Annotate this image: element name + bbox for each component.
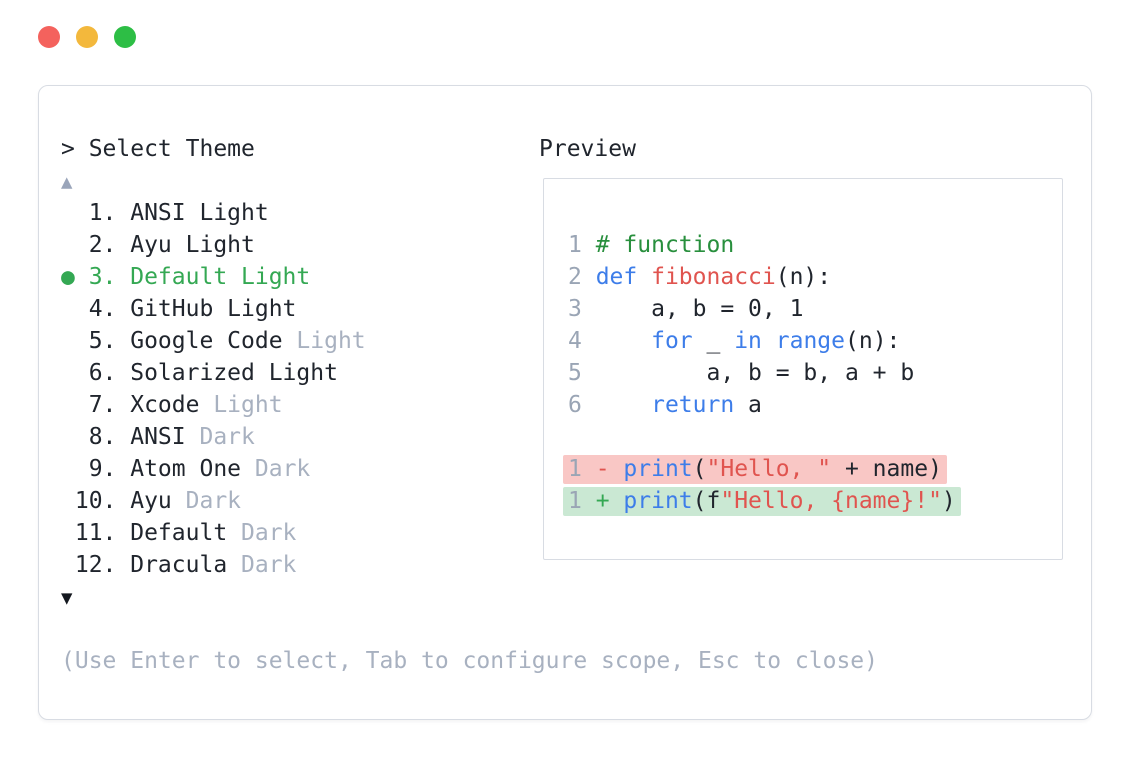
text-segment: 5: [568, 360, 596, 386]
text-segment: [596, 328, 651, 354]
text-segment: [596, 392, 651, 418]
scroll-up-indicator: ▲: [61, 165, 878, 197]
window-close-button[interactable]: [38, 26, 60, 48]
diff-line-added: 1 + print(f"Hello, {name}!"): [563, 485, 1062, 517]
diff-highlight-removed: 1 - print("Hello, " + name): [563, 455, 947, 484]
code-line: 2 def fibonacci(n):: [568, 261, 1062, 293]
text-segment: 7. Xcode: [61, 392, 214, 418]
theme-option-8[interactable]: 8. ANSI Dark: [61, 421, 878, 453]
text-segment: [762, 328, 776, 354]
text-segment: 6: [568, 392, 596, 418]
text-segment: 11. Default: [61, 520, 242, 546]
theme-option-11[interactable]: 11. Default Dark: [61, 517, 878, 549]
text-segment: 10. Ayu: [61, 488, 186, 514]
text-segment: Dark: [254, 456, 311, 482]
text-segment: ): [941, 488, 956, 514]
theme-option-9[interactable]: 9. Atom One Dark: [61, 453, 878, 485]
blank-line: [568, 421, 1062, 453]
window-zoom-button[interactable]: [114, 26, 136, 48]
text-segment: + name): [831, 456, 942, 482]
code-line: 1 # function: [568, 229, 1062, 261]
code-line: 6 return a: [568, 389, 1062, 421]
window-minimize-button[interactable]: [76, 26, 98, 48]
text-segment: Dark: [241, 552, 297, 578]
blank-line: [61, 613, 878, 645]
text-segment: print: [623, 488, 693, 514]
theme-selector-panel: > Select Theme ▲ 1. ANSI Light 2. Ayu Li…: [38, 85, 1092, 720]
theme-option-7[interactable]: 7. Xcode Light: [61, 389, 878, 421]
diff-line-removed: 1 - print("Hello, " + name): [563, 453, 1062, 485]
text-segment: Light: [296, 328, 366, 354]
text-segment: -: [595, 456, 624, 482]
diff-block: 1 - print("Hello, " + name)1 + print(f"H…: [563, 453, 1062, 517]
code-line: 5 a, b = b, a + b: [568, 357, 1062, 389]
preview-title: Preview: [539, 136, 636, 162]
text-segment: (f: [692, 488, 721, 514]
text-segment: 3: [568, 296, 596, 322]
text-segment: range: [775, 328, 845, 354]
scroll-down-indicator: ▼: [61, 581, 878, 613]
text-segment: [637, 264, 651, 290]
text-segment: +: [595, 488, 624, 514]
text-segment: 1. ANSI Light: [61, 200, 269, 226]
theme-option-12[interactable]: 12. Dracula Dark: [61, 549, 878, 581]
text-segment: return: [651, 392, 735, 418]
text-segment: 4: [568, 328, 596, 354]
text-segment: fibonacci: [651, 264, 776, 290]
hint-text: (Use Enter to select, Tab to configure s…: [61, 648, 878, 674]
diff-highlight-added: 1 + print(f"Hello, {name}!"): [563, 487, 961, 516]
text-segment: for: [651, 328, 693, 354]
text-segment: Dark: [199, 424, 255, 450]
theme-option-3-selected[interactable]: ● 3. Default Light: [61, 261, 878, 293]
scroll-up-icon: ▲: [61, 171, 73, 193]
window-controls: [38, 26, 136, 48]
text-segment: 2. Ayu Light: [61, 232, 255, 258]
code-line: 4 for _ in range(n):: [568, 325, 1062, 357]
text-segment: a, b = b, a + b: [595, 360, 915, 386]
theme-option-4[interactable]: 4. GitHub Light: [61, 293, 878, 325]
text-segment: 8. ANSI: [61, 424, 200, 450]
text-segment: in: [734, 328, 762, 354]
text-segment: # function: [595, 232, 735, 258]
text-segment: Dark: [185, 488, 242, 514]
text-segment: "Hello, ": [706, 456, 832, 482]
text-segment: def: [595, 264, 638, 290]
text-segment: print: [623, 456, 693, 482]
theme-option-5[interactable]: 5. Google Code Light: [61, 325, 878, 357]
theme-option-6[interactable]: 6. Solarized Light: [61, 357, 878, 389]
code-line: 3 a, b = 0, 1: [568, 293, 1062, 325]
theme-option-1[interactable]: 1. ANSI Light: [61, 197, 878, 229]
command-prompt[interactable]: > Select Theme: [61, 136, 255, 162]
text-segment: 1: [568, 232, 596, 258]
text-segment: ● 3. Default Light: [61, 264, 311, 290]
scroll-down-icon: ▼: [61, 587, 73, 609]
theme-list-section: > Select Theme ▲ 1. ANSI Light 2. Ayu Li…: [61, 133, 878, 677]
text-segment: Dark: [241, 520, 297, 546]
text-segment: a, b = 0, 1: [595, 296, 804, 322]
theme-option-10[interactable]: 10. Ayu Dark: [61, 485, 878, 517]
text-segment: "Hello, {name}!": [720, 488, 942, 514]
text-segment: 6. Solarized Light: [61, 360, 338, 386]
text-segment: a: [734, 392, 762, 418]
text-segment: (n):: [775, 264, 832, 290]
theme-option-2[interactable]: 2. Ayu Light: [61, 229, 878, 261]
text-segment: 1: [568, 456, 596, 482]
text-segment: 2: [568, 264, 596, 290]
text-segment: 12. Dracula: [61, 552, 242, 578]
text-segment: 5. Google Code: [61, 328, 297, 354]
text-segment: _: [692, 328, 735, 354]
text-segment: (: [692, 456, 707, 482]
theme-list: 1. ANSI Light 2. Ayu Light ● 3. Default L…: [61, 197, 878, 581]
text-segment: 1: [568, 488, 596, 514]
text-segment: (n):: [845, 328, 901, 354]
text-segment: 4. GitHub Light: [61, 296, 297, 322]
text-segment: Light: [213, 392, 283, 418]
text-segment: 9. Atom One: [61, 456, 255, 482]
